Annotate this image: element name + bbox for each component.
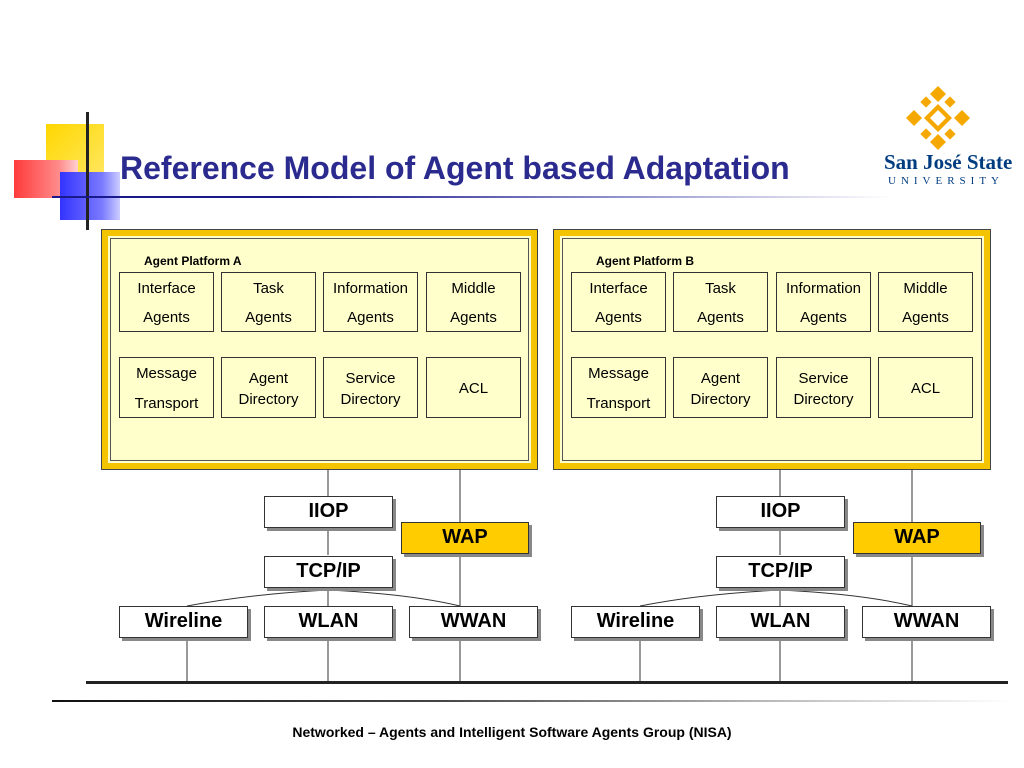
network-bus-line: [86, 681, 1008, 684]
stack-a-wireline: Wireline: [119, 606, 248, 638]
platform-b-acl: ACL: [878, 357, 973, 418]
logo-name: San José State: [884, 150, 1013, 174]
platform-a-message-transport: Message Transport: [119, 357, 214, 418]
stack-a-wlan: WLAN: [264, 606, 393, 638]
footer-text: Networked – Agents and Intelligent Softw…: [292, 724, 732, 740]
platform-b-task-agents: Task Agents: [673, 272, 768, 332]
stack-b-wireline: Wireline: [571, 606, 700, 638]
logo-subtitle: UNIVERSITY: [888, 175, 1004, 187]
stack-b-wlan: WLAN: [716, 606, 845, 638]
platform-a-label: Agent Platform A: [144, 254, 242, 268]
platform-a-acl: ACL: [426, 357, 521, 418]
footer-divider: [52, 700, 1012, 702]
stack-a-tcpip: TCP/IP: [264, 556, 393, 588]
platform-a-information-agents: Information Agents: [323, 272, 418, 332]
slide-title: Reference Model of Agent based Adaptatio…: [120, 150, 790, 186]
stack-a-wwan: WWAN: [409, 606, 538, 638]
sjsu-logo-icon: [906, 86, 970, 150]
platform-b-information-agents: Information Agents: [776, 272, 871, 332]
decor-vertical-line: [86, 112, 89, 230]
platform-b-service-directory: Service Directory: [776, 357, 871, 418]
platform-a-middle-agents: Middle Agents: [426, 272, 521, 332]
stack-b-tcpip: TCP/IP: [716, 556, 845, 588]
stack-b-wap: WAP: [853, 522, 981, 554]
platform-a-task-agents: Task Agents: [221, 272, 316, 332]
stack-b-iiop: IIOP: [716, 496, 845, 528]
agent-platform-a: [101, 229, 538, 470]
platform-b-label: Agent Platform B: [596, 254, 695, 268]
platform-a-agent-directory: Agent Directory: [221, 357, 316, 418]
platform-b-interface-agents: Interface Agents: [571, 272, 666, 332]
platform-b-message-transport: Message Transport: [571, 357, 666, 418]
platform-b-middle-agents: Middle Agents: [878, 272, 973, 332]
agent-platform-b: [553, 229, 991, 470]
stack-a-wap: WAP: [401, 522, 529, 554]
platform-a-service-directory: Service Directory: [323, 357, 418, 418]
title-underline: [52, 196, 892, 198]
stack-a-iiop: IIOP: [264, 496, 393, 528]
platform-a-interface-agents: Interface Agents: [119, 272, 214, 332]
platform-b-agent-directory: Agent Directory: [673, 357, 768, 418]
stack-b-wwan: WWAN: [862, 606, 991, 638]
